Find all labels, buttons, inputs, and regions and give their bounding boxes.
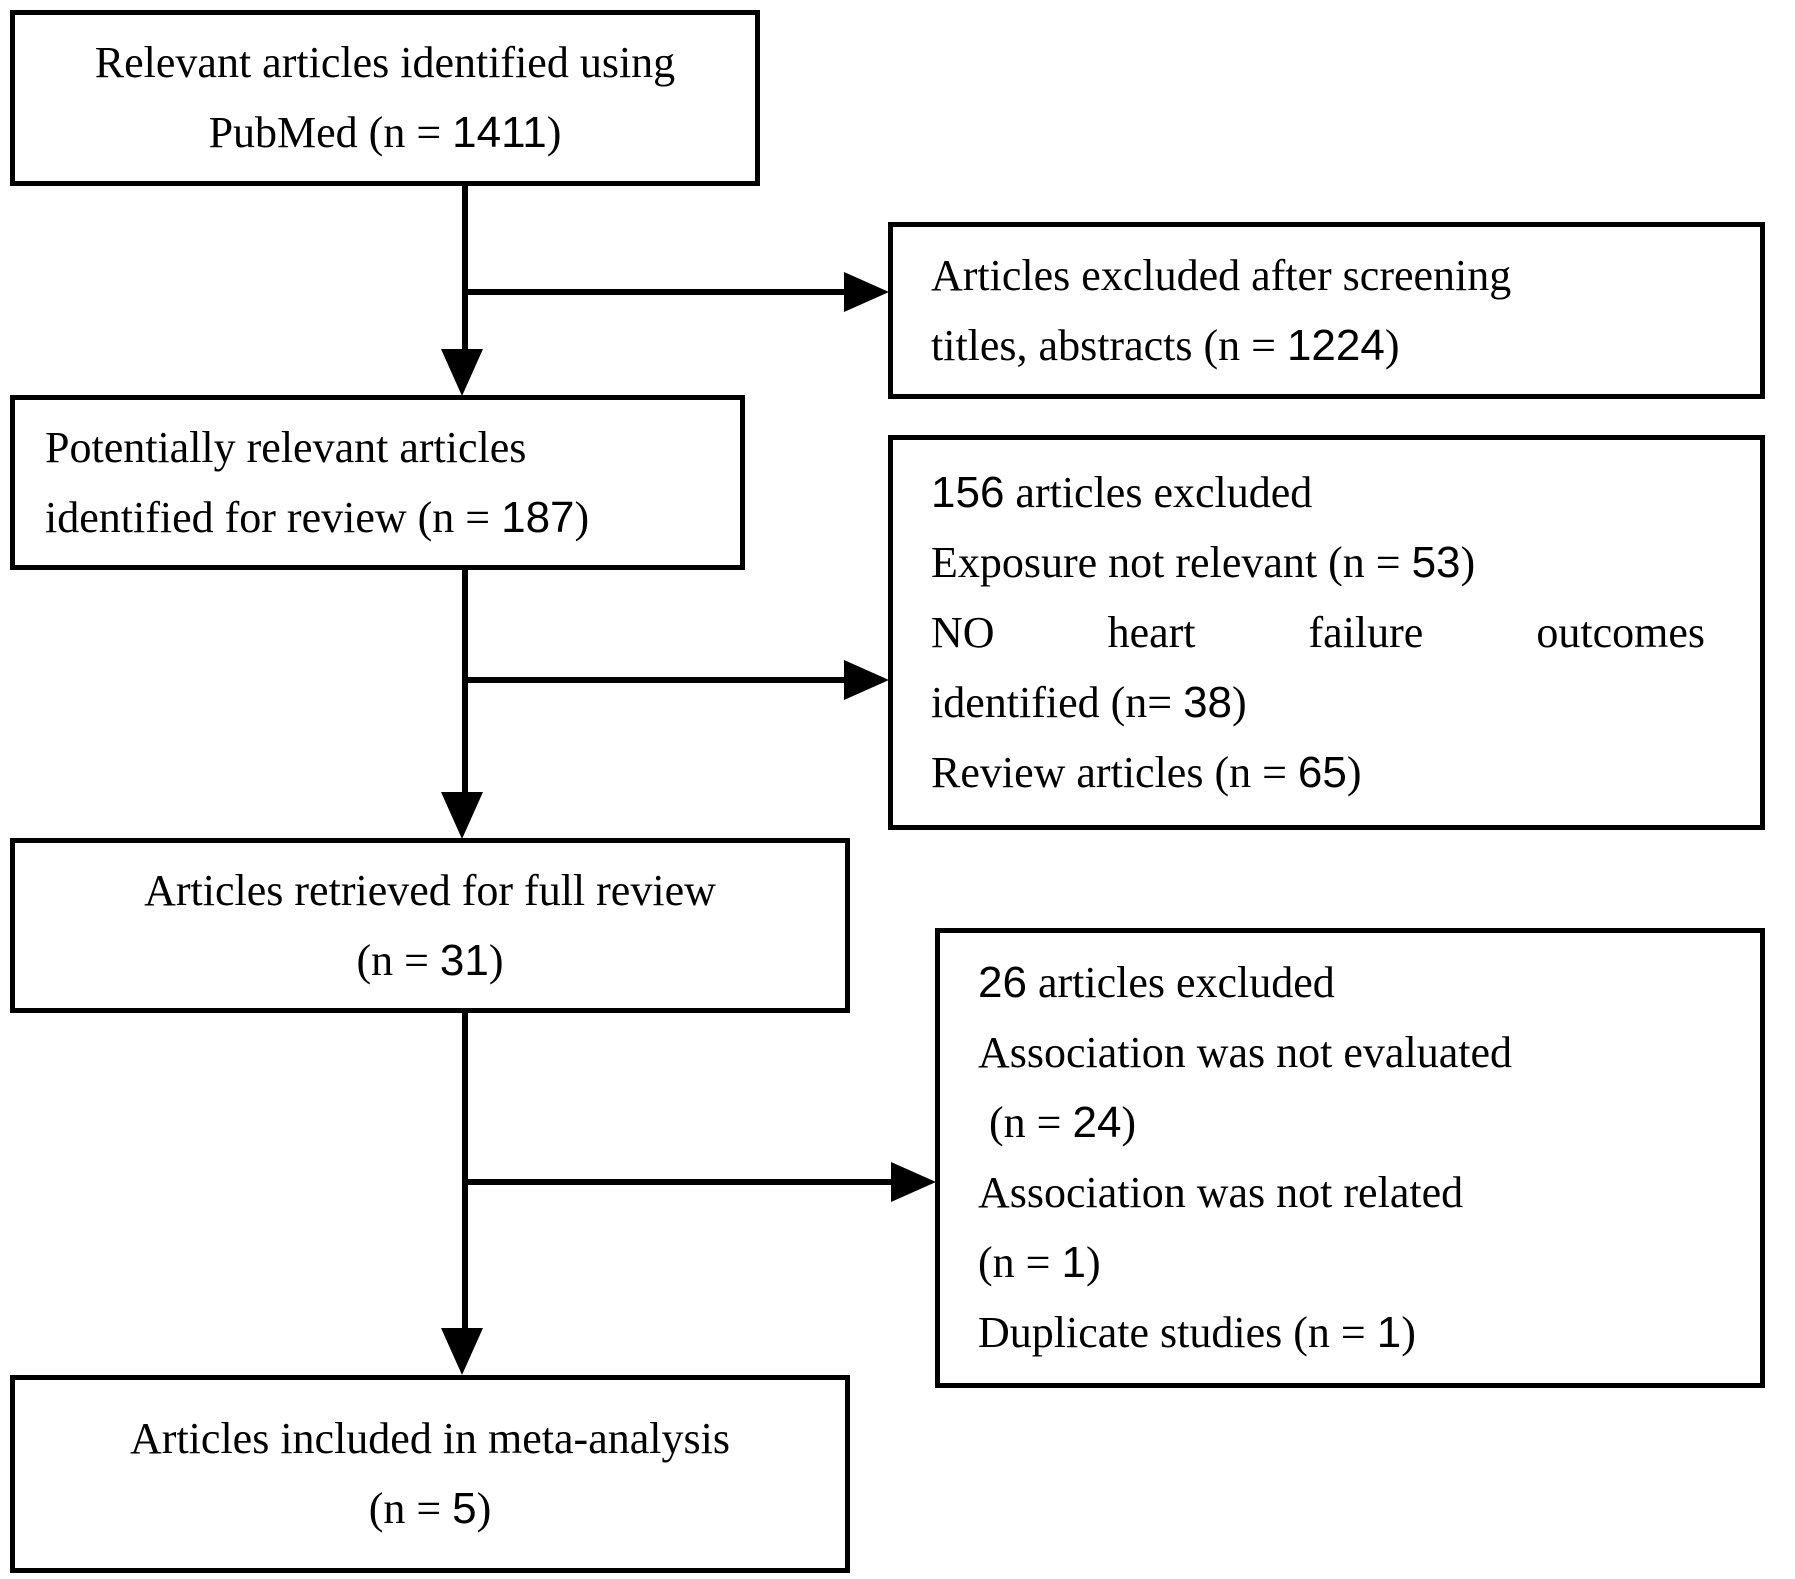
arrow-down-icon [441, 1328, 483, 1375]
box-line: (n = 31) [356, 935, 504, 985]
box-line: Duplicate studies (n = 1) [978, 1308, 1416, 1357]
box-line: Exposure not relevant (n = 53) [931, 537, 1476, 587]
box-line: identified (n= 38) [931, 677, 1247, 727]
box-line: (n = 1) [978, 1238, 1101, 1287]
connector-branch-excluded-screening [462, 289, 844, 295]
connector-identified-to-potentially [462, 184, 468, 350]
box-line: PubMed (n = 1411) [208, 108, 562, 157]
box-line: 156 articles excluded [931, 467, 1313, 517]
arrow-down-icon [441, 792, 483, 839]
arrow-right-icon [844, 272, 889, 312]
connector-fullreview-to-meta [462, 1011, 468, 1329]
box-line: Potentially relevant articles [45, 422, 527, 472]
box-line: Articles retrieved for full review [144, 865, 716, 915]
box-line: (n = 24) [978, 1098, 1137, 1147]
box-full-review: Articles retrieved for full review (n = … [10, 838, 850, 1013]
arrow-right-icon [844, 660, 889, 700]
arrow-down-icon [441, 349, 483, 396]
connector-branch-excluded-26 [462, 1179, 891, 1185]
box-line: Articles included in meta-analysis [130, 1414, 730, 1463]
box-line: identified for review (n = 187) [45, 492, 590, 542]
box-articles-identified: Relevant articles identified using PubMe… [10, 10, 760, 186]
arrow-right-icon [891, 1162, 936, 1202]
box-line: Association was not evaluated [978, 1028, 1512, 1077]
box-line: Association was not related [978, 1168, 1464, 1217]
box-potentially-relevant: Potentially relevant articles identified… [10, 395, 745, 570]
box-line: titles, abstracts (n = 1224) [931, 320, 1400, 370]
box-excluded-26: 26 articles excluded Association was not… [935, 928, 1765, 1388]
box-meta-analysis: Articles included in meta-analysis (n = … [10, 1375, 850, 1573]
box-line: (n = 5) [368, 1484, 492, 1533]
box-line: Articles excluded after screening [931, 250, 1512, 300]
box-excluded-156: 156 articles excluded Exposure not relev… [888, 435, 1765, 830]
box-line: 26 articles excluded [978, 958, 1335, 1007]
box-line: Relevant articles identified using [94, 38, 676, 87]
connector-branch-excluded-156 [462, 677, 844, 683]
box-line: NO heart failure outcomes [931, 607, 1705, 657]
box-line: Review articles (n = 65) [931, 747, 1362, 797]
box-excluded-screening: Articles excluded after screening titles… [888, 222, 1765, 399]
